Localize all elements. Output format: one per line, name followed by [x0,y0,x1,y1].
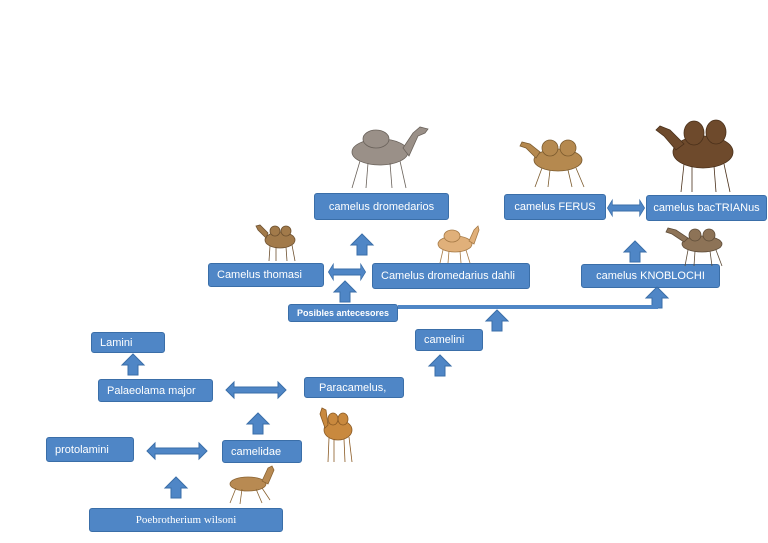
arrow-up-knoblochi-line [645,286,669,309]
arrow-up-camelidae [246,412,270,435]
node-poebrotherium-wilsoni: Poebrotherium wilsoni [89,508,283,532]
double-arrow-protolamini-camelidae [146,442,208,460]
arrow-up-paracamelus [428,354,452,377]
bactrian-camel-icon [665,227,723,267]
node-camelini: camelini [415,329,483,351]
node-camelidae: camelidae [222,440,302,463]
node-lamini: Lamini [91,332,165,353]
node-protolamini: protolamini [46,437,134,462]
bactrian-camel-icon [319,407,353,463]
arrow-up-poebrotherium [164,476,188,499]
bactrian-camel-icon [655,119,734,193]
arrow-up-camelini [485,309,509,332]
node-camelus-bactrianus: camelus bacTRIANus [646,195,767,221]
double-arrow-ferus-bactrianus [606,199,646,217]
node-camelus-dromedarios: camelus dromedarios [314,193,449,220]
double-arrow-thomasi-dahli [327,263,367,281]
connector-posibles-knoblochi [398,305,658,309]
bactrian-camel-icon [519,139,585,188]
node-palaeolama-major: Palaeolama major [98,379,213,402]
double-arrow-palaeolama-paracamelus [225,381,287,399]
dromedary-icon [437,225,480,264]
node-posibles-antecesores: Posibles antecesores [288,304,398,322]
node-paracamelus: Paracamelus, [304,377,404,398]
dromedary-icon [351,126,429,189]
arrow-up-knoblochi [623,240,647,263]
node-camelus-thomasi: Camelus thomasi [208,263,324,287]
llama-ancestor-icon [229,465,275,505]
arrow-up-palaeolama [121,353,145,376]
node-camelus-dromedarius-dahli: Camelus dromedarius dahli [372,263,530,289]
bactrian-camel-icon [255,224,296,262]
arrow-up-dromedarios [350,233,374,256]
node-camelus-ferus: camelus FERUS [504,194,606,220]
node-camelus-knoblochi: camelus KNOBLOCHI [581,264,720,288]
arrow-up-posibles [333,280,357,303]
